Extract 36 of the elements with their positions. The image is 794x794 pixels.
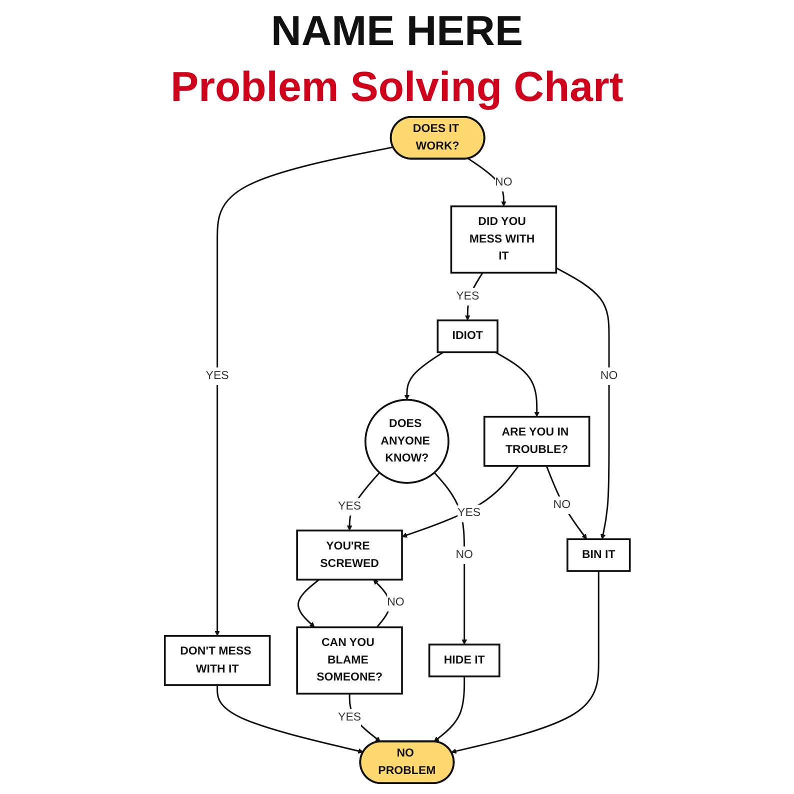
decision-circle: DOES ANYONE KNOW? bbox=[364, 398, 450, 484]
process-box: ARE YOU IN TROUBLE? bbox=[483, 416, 590, 467]
process-box: IDIOT bbox=[436, 319, 498, 354]
arrow bbox=[450, 571, 600, 754]
arrow bbox=[214, 146, 393, 636]
edge-label: NO bbox=[455, 546, 473, 564]
edge-label: YES bbox=[338, 498, 361, 516]
arrow bbox=[464, 272, 483, 321]
process-box: BIN IT bbox=[566, 538, 630, 572]
arrow bbox=[404, 352, 444, 400]
edge-label: YES bbox=[457, 504, 480, 522]
arrow bbox=[297, 579, 320, 628]
arrow bbox=[555, 267, 610, 540]
edge-label: YES bbox=[456, 288, 479, 306]
process-box: HIDE IT bbox=[428, 644, 500, 678]
arrow bbox=[433, 472, 467, 645]
arrow bbox=[494, 352, 540, 418]
edge-label: NO bbox=[600, 367, 618, 385]
chart-title: Problem Solving Chart bbox=[170, 63, 624, 110]
arrow bbox=[433, 676, 465, 742]
arrow bbox=[346, 472, 380, 531]
arrow bbox=[401, 465, 519, 538]
process-box: YOU'RE SCREWED bbox=[296, 530, 403, 581]
process-box: DID YOU MESS WITH IT bbox=[450, 205, 557, 274]
edge-label: YES bbox=[338, 708, 361, 726]
edge-label: YES bbox=[205, 367, 228, 385]
name-field: NAME HERE bbox=[270, 7, 524, 54]
edge-label: NO bbox=[552, 496, 570, 514]
arrow bbox=[348, 694, 380, 742]
terminal-node: NO PROBLEM bbox=[358, 740, 454, 784]
arrow bbox=[216, 685, 364, 754]
terminal-node: DOES IT WORK? bbox=[390, 116, 485, 160]
arrow bbox=[467, 158, 506, 207]
edge-label: NO bbox=[386, 594, 404, 612]
process-box: DON'T MESS WITH IT bbox=[164, 635, 270, 686]
process-box: CAN YOU BLAME SOMEONE? bbox=[296, 626, 403, 695]
